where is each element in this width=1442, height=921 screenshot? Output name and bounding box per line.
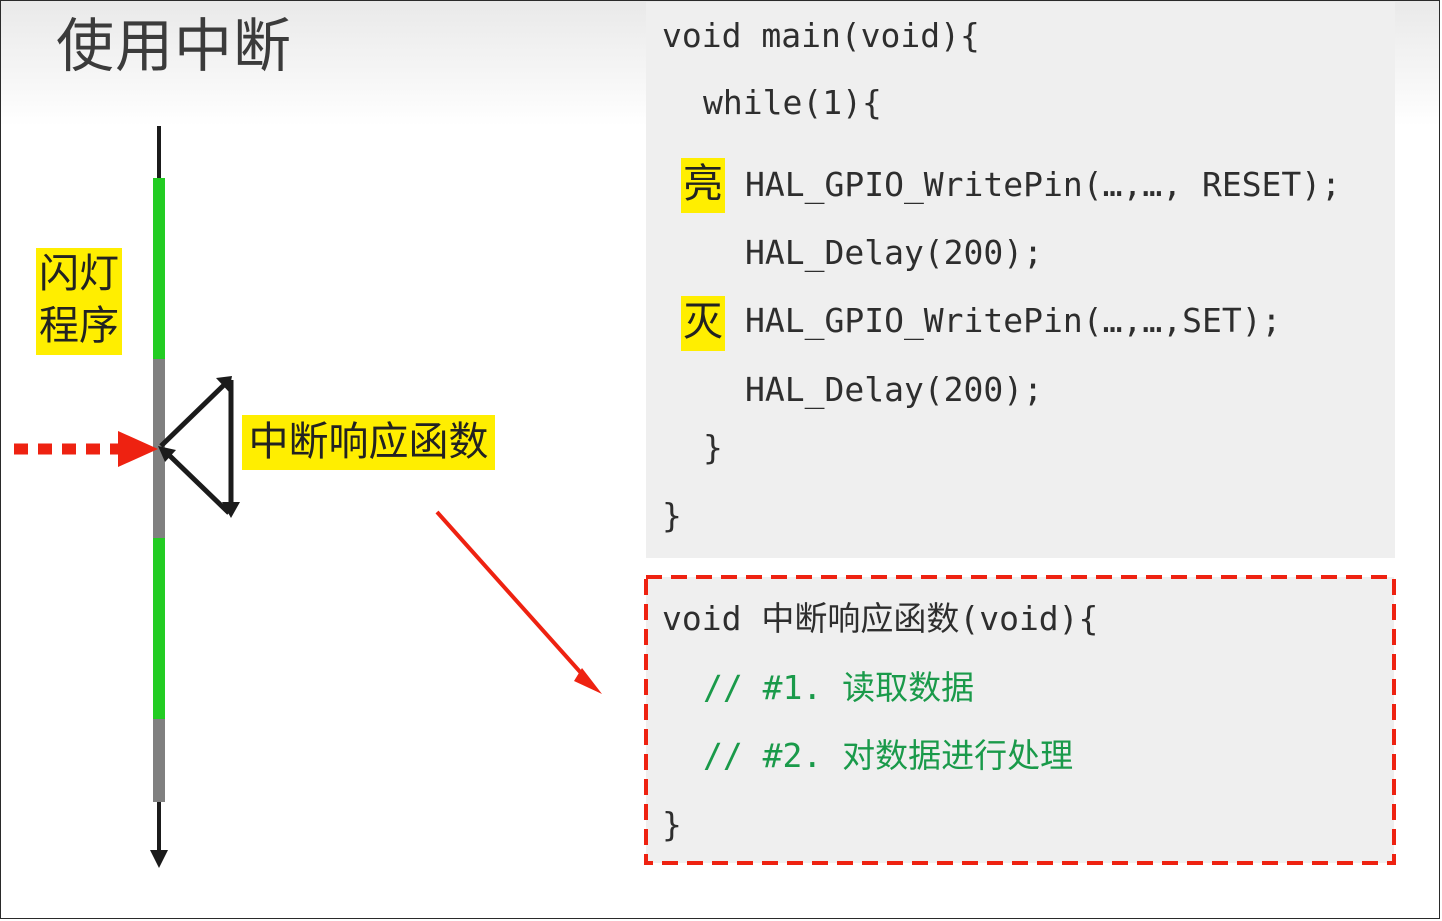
code-line-write-set: HAL_GPIO_WritePin(…,…,SET); bbox=[745, 301, 1282, 340]
code-comment-process-data: // #2. 对数据进行处理 bbox=[703, 736, 1074, 775]
isr-execution-arrowhead bbox=[222, 502, 240, 518]
blink-program-label: 闪灯 程序 bbox=[36, 248, 122, 355]
code-line-main-close: } bbox=[662, 496, 682, 535]
blink-label-line2: 程序 bbox=[39, 303, 119, 349]
jump-to-isr-line bbox=[159, 381, 228, 448]
timeline-down-arrowhead bbox=[150, 850, 168, 868]
isr-label: 中断响应函数 bbox=[242, 415, 495, 470]
code-line-while-close: } bbox=[703, 428, 723, 467]
code-line-delay-1: HAL_Delay(200); bbox=[745, 233, 1044, 272]
code-line-isr-signature: void 中断响应函数(void){ bbox=[662, 599, 1099, 638]
off-tag: 灭 bbox=[681, 296, 725, 351]
return-from-isr-line bbox=[168, 454, 231, 515]
jump-to-isr-arrowhead bbox=[216, 376, 232, 392]
timeline-green-segment-2 bbox=[153, 538, 165, 719]
blink-label-line1: 闪灯 bbox=[39, 251, 119, 297]
slide-title: 使用中断 bbox=[56, 12, 293, 80]
code-line-isr-close: } bbox=[662, 805, 682, 844]
code-comment-read-data: // #1. 读取数据 bbox=[703, 668, 975, 707]
isr-pointer-line bbox=[435, 510, 592, 685]
code-line-write-reset: HAL_GPIO_WritePin(…,…, RESET); bbox=[745, 165, 1342, 204]
code-line-delay-2: HAL_Delay(200); bbox=[745, 370, 1044, 409]
timeline-green-segment-1 bbox=[153, 178, 165, 359]
on-tag: 亮 bbox=[681, 158, 725, 213]
isr-code-box bbox=[646, 577, 1394, 863]
isr-dashed-border bbox=[644, 575, 1396, 865]
code-line-main-signature: void main(void){ bbox=[662, 16, 980, 55]
code-line-while: while(1){ bbox=[703, 83, 882, 122]
interrupt-signal-arrowhead bbox=[118, 431, 158, 467]
return-from-isr-arrowhead bbox=[158, 446, 176, 462]
main-code-box bbox=[646, 2, 1395, 558]
timeline-gray-segment-2 bbox=[153, 719, 165, 802]
timeline-gray-segment-1 bbox=[153, 359, 165, 538]
isr-pointer-arrowhead bbox=[574, 668, 602, 694]
